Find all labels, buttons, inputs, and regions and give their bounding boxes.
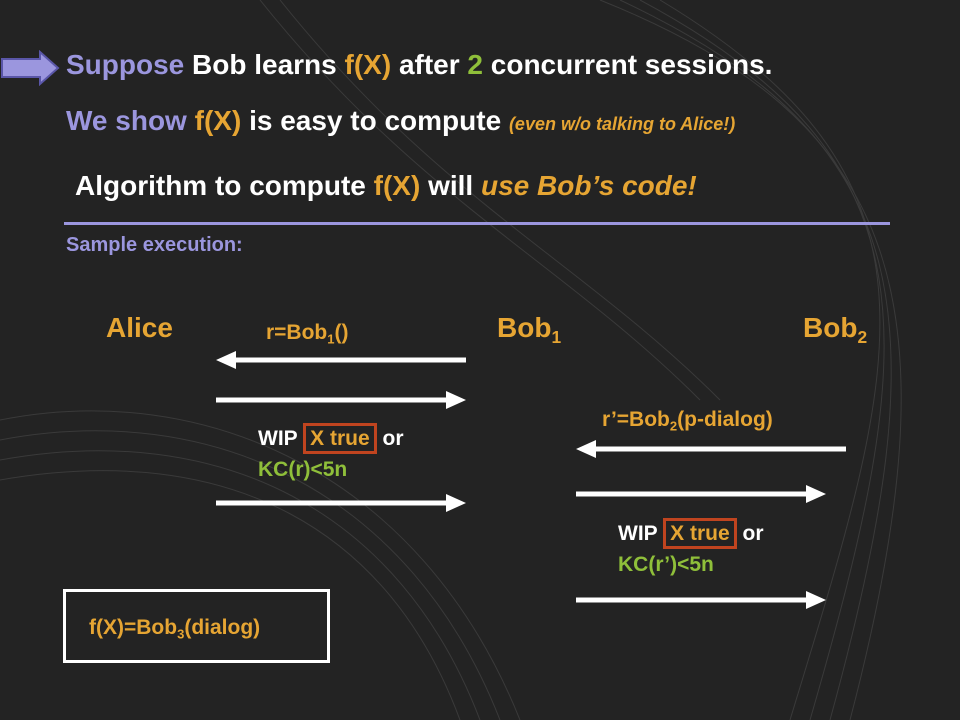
wip-block-2: WIP X true or [618, 518, 764, 549]
result-box [63, 589, 330, 663]
msg1-sub: 1 [327, 331, 335, 347]
arrow-right-4 [576, 591, 826, 609]
algorithm-text: Algorithm to compute [75, 170, 366, 201]
concurrent-sessions-text: concurrent sessions. [490, 49, 773, 80]
wip1-or: or [382, 427, 404, 450]
wip2-or: or [742, 522, 764, 545]
we-show-text: We show [66, 105, 187, 136]
sample-execution-label: Sample execution: [66, 234, 243, 256]
msg2-post: (p-dialog) [677, 408, 773, 431]
bob1-label: Bob1 [497, 312, 562, 348]
arrow-left-2 [576, 440, 846, 458]
bob1-name: Bob [497, 312, 552, 343]
result-sub: 3 [177, 626, 185, 642]
msg-r-bob1: r=Bob1() [266, 321, 349, 347]
headline-line-2: We show f(X) is easy to compute (even w/… [66, 105, 735, 137]
msg2-pre: r’=Bob [602, 408, 670, 431]
bob2-name: Bob [803, 312, 858, 343]
use-bobs-code-text: use Bob’s code! [481, 170, 697, 201]
fx-text: f(X) [344, 49, 392, 80]
headline-line-1: Suppose Bob learns f(X) after 2 concurre… [66, 49, 772, 81]
result-post: (dialog) [184, 616, 261, 639]
arrow-left-1 [216, 351, 466, 369]
bob1-subscript: 1 [551, 327, 562, 348]
wip1-xtrue-boxed: X true [303, 423, 377, 454]
arrow-right-2 [216, 494, 466, 512]
wip2-xtrue-boxed: X true [663, 518, 737, 549]
alice-label: Alice [106, 312, 173, 343]
wip2-wip: WIP [618, 522, 658, 545]
msg-r-bob2: r’=Bob2(p-dialog) [602, 408, 773, 434]
two-text: 2 [467, 49, 483, 80]
msg2-sub: 2 [669, 418, 678, 434]
wip2-kc: KC(r’)<5n [618, 553, 714, 576]
bob-learns-text: Bob learns [192, 49, 337, 80]
headline-line-3: Algorithm to compute f(X) will use Bob’s… [75, 170, 697, 202]
bob2-subscript: 2 [857, 327, 868, 348]
arrow-right-3 [576, 485, 826, 503]
after-text: after [398, 49, 460, 80]
suppose-text: Suppose [66, 49, 185, 80]
result-pre: f(X)=Bob [89, 616, 178, 639]
fx-text: f(X) [373, 170, 421, 201]
will-text: will [428, 170, 474, 201]
divider [64, 222, 890, 225]
wip1-kc: KC(r)<5n [258, 458, 348, 481]
msg1-post: () [334, 321, 349, 344]
pointer-arrow-icon [1, 50, 60, 86]
arrow-right-1 [216, 391, 466, 409]
note-text: (even w/o talking to Alice!) [508, 114, 736, 134]
easy-to-compute-text: is easy to compute [249, 105, 502, 136]
wip1-wip: WIP [258, 427, 298, 450]
wip-block-1: WIP X true or [258, 423, 404, 454]
fx-text: f(X) [194, 105, 242, 136]
bob2-label: Bob2 [803, 312, 868, 348]
msg1-pre: r=Bob [266, 321, 328, 344]
result-text: f(X)=Bob3(dialog) [89, 616, 261, 642]
